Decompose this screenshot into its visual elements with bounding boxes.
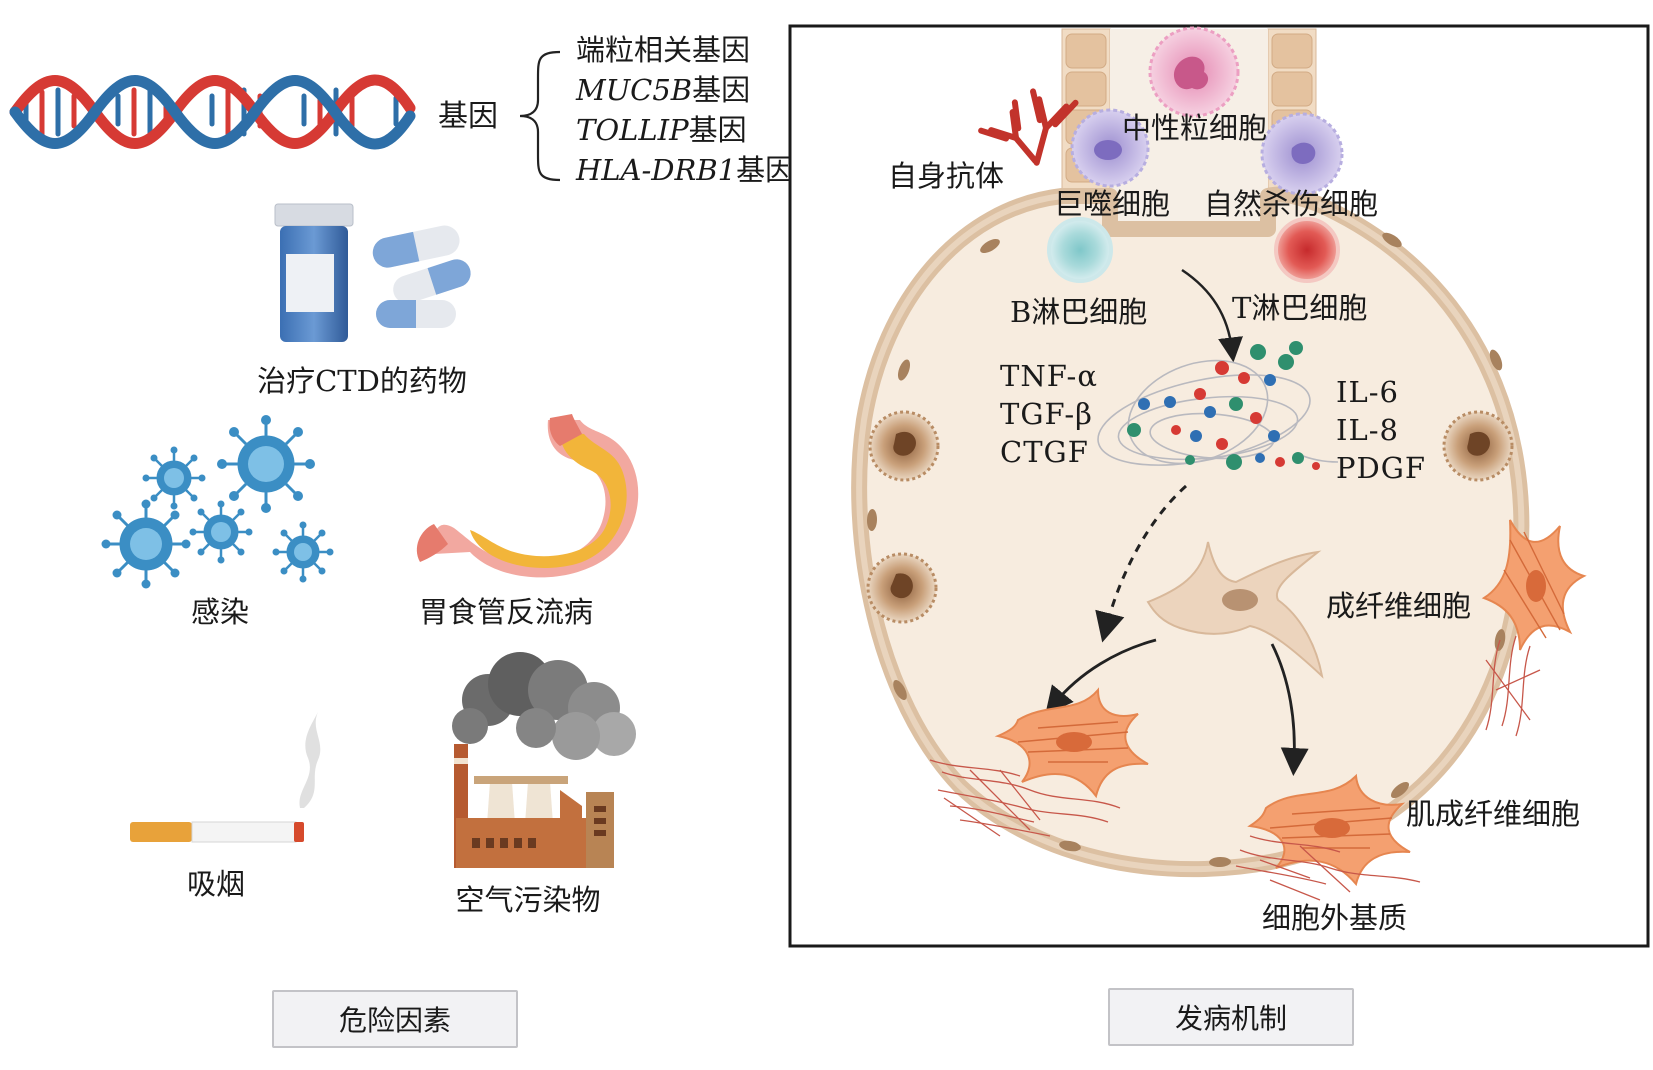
gene-item-hla-drb1: HLA-DRB1基因 <box>575 153 794 187</box>
t-cell-arrow <box>1181 268 1243 363</box>
t-cell-icon <box>1274 217 1340 283</box>
macrophage-label: 巨噬细胞 <box>1054 187 1170 221</box>
nk-cell-icon <box>1260 112 1344 196</box>
cytokine-label-tnf: TNF-α <box>1000 359 1098 393</box>
autoantibody-label: 自身抗体 <box>888 159 1004 193</box>
fibroblast-arrow-left <box>1045 638 1157 715</box>
cytokine-label-ctgf: CTGF <box>1000 435 1089 469</box>
cytokine-label-tgf: TGF-β <box>1000 397 1093 431</box>
myofibroblast-icon <box>994 519 1587 887</box>
cytokine-label-pdgf: PDGF <box>1336 451 1426 485</box>
infection-label: 感染 <box>191 595 249 629</box>
pollution-label: 空气污染物 <box>455 883 600 917</box>
pill-capsules-icon <box>372 225 471 328</box>
t-cell-label: T淋巴细胞 <box>1232 291 1367 325</box>
neutrophil-label: 中性粒细胞 <box>1122 111 1267 145</box>
macrophage-icon <box>1070 108 1150 188</box>
b-cell-label: B淋巴细胞 <box>1010 295 1147 329</box>
gene-item-tollip: TOLLIP基因 <box>576 113 747 147</box>
gerd-label: 胃食管反流病 <box>419 595 593 629</box>
gene-brace <box>519 50 561 182</box>
drug-label: 治疗CTD的药物 <box>257 364 467 398</box>
cigarette-icon <box>130 712 321 843</box>
autoantibody-icon <box>978 88 1079 166</box>
fibroblast-label: 成纤维细胞 <box>1326 589 1471 623</box>
risk-factors-caption: 危险因素 <box>272 990 518 1048</box>
neutrophil-icon <box>1148 26 1240 118</box>
fibroblast-icon <box>1146 541 1324 679</box>
cytokine-label-il8: IL-8 <box>1336 413 1399 447</box>
fibroblast-arrow-down <box>1270 643 1309 776</box>
nk-cell-label: 自然杀伤细胞 <box>1204 187 1378 221</box>
virus-icon <box>101 415 334 589</box>
cytokine-label-il6: IL-6 <box>1336 375 1399 409</box>
stomach-icon <box>416 414 639 578</box>
differentiation-dashed-arrow <box>1095 484 1188 643</box>
extracellular-matrix-fibers <box>929 635 1541 901</box>
alveolus <box>851 186 1530 878</box>
mechanism-caption: 发病机制 <box>1108 988 1354 1046</box>
cytokine-cluster-icon <box>1097 341 1339 470</box>
smoking-label: 吸烟 <box>187 867 245 901</box>
b-cell-icon <box>1047 217 1113 283</box>
ecm-label: 细胞外基质 <box>1262 901 1407 935</box>
gene-item-muc5b: MUC5B基因 <box>575 73 750 107</box>
gene-label: 基因 <box>438 99 498 134</box>
myofibroblast-label: 肌成纤维细胞 <box>1406 797 1580 831</box>
dna-icon <box>9 74 416 150</box>
alveolar-macrophage-icon <box>866 410 1514 624</box>
factory-pollution-icon <box>452 652 636 868</box>
gene-item-telomere: 端粒相关基因 <box>576 33 750 67</box>
medicine-bottle-icon <box>274 203 354 342</box>
